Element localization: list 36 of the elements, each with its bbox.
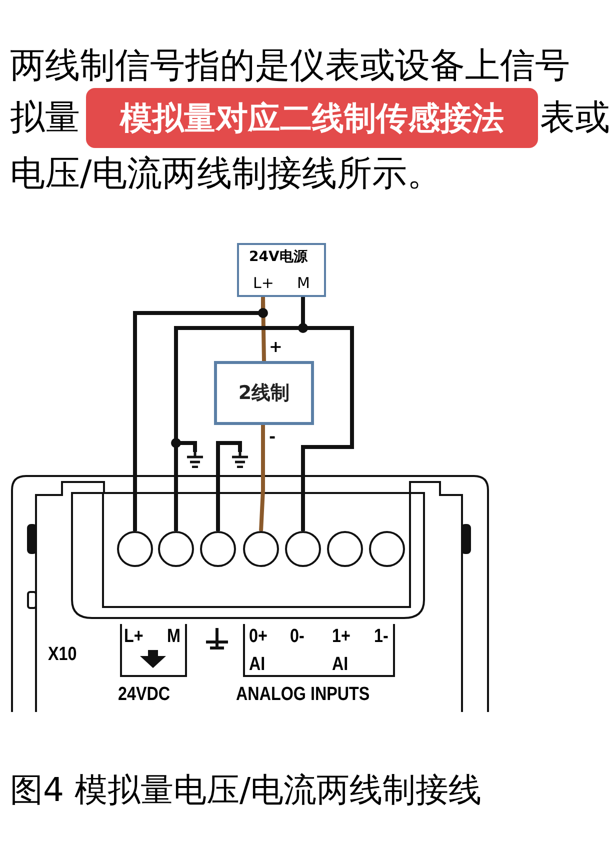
title-banner: 模拟量对应二线制传感接法 [86, 88, 538, 148]
terminal-screw [327, 531, 363, 567]
power-supply-box [237, 243, 326, 297]
terminal-label: AI [332, 654, 348, 676]
ground-symbol [230, 452, 250, 468]
terminal-label: M [297, 274, 310, 292]
terminal-screw [243, 531, 279, 567]
terminal-label: 1- [374, 626, 388, 648]
terminal-screw [285, 531, 321, 567]
terminal-label: 1+ [332, 626, 350, 648]
voltage-label: 24VDC [118, 684, 170, 706]
terminal-label: AI [249, 654, 266, 676]
wire [261, 296, 266, 362]
wire [259, 425, 265, 532]
polarity-minus: - [269, 427, 276, 446]
terminal-label: L+ [124, 626, 144, 648]
polarity-plus: + [269, 337, 282, 356]
sensor-box: 2线制 [214, 361, 314, 425]
terminal-screw [117, 531, 153, 567]
terminal-label: 0- [290, 626, 304, 648]
terminal-screw [369, 531, 405, 567]
power-supply-label: 24V电源 [249, 248, 308, 266]
terminal-label: M [167, 626, 180, 648]
paragraph-text: 电压/电流两线制接线所示。 [10, 153, 442, 196]
terminal-label: 0+ [249, 626, 268, 648]
terminal-label: L+ [253, 274, 274, 292]
terminal-screw [158, 531, 194, 567]
paragraph-text: 两线制信号指的是仪表或设备上信号 [10, 45, 570, 88]
figure-caption: 图4 模拟量电压/电流两线制接线 [10, 769, 482, 811]
ground-symbol [185, 452, 205, 468]
paragraph-text: 表或 [540, 97, 610, 140]
terminal-screw [200, 531, 236, 567]
connector-label: X10 [48, 644, 77, 666]
inputs-label: ANALOG INPUTS [236, 684, 370, 706]
wire [216, 441, 242, 531]
paragraph-text: 拟量 [10, 97, 80, 140]
